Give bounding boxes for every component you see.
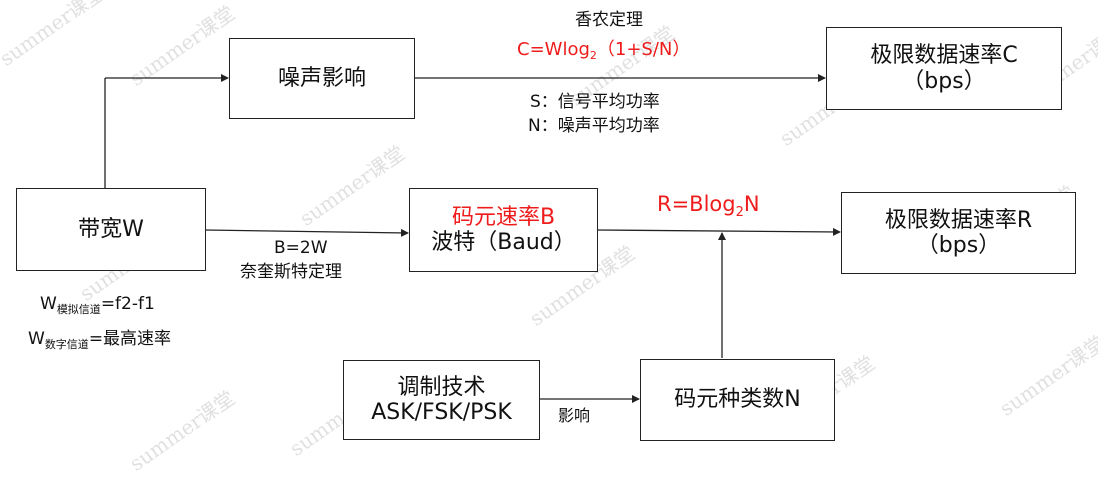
w-digital-main: W	[28, 329, 45, 349]
connector-lines	[104, 74, 841, 403]
b-formula: B=2W	[274, 238, 328, 258]
w-digital-sub: 数字信道	[44, 338, 89, 351]
baud-label: 波特（Baud）	[431, 230, 576, 255]
limit-c-label: 极限数据速率C	[870, 43, 1018, 69]
shannon-formula-prefix: C=Wlog	[517, 39, 590, 60]
r-formula: R=Blog2N	[657, 192, 760, 221]
limit-r-unit: （bps）	[916, 233, 1001, 258]
symbol-rate-box: 码元速率B 波特（Baud）	[409, 188, 598, 272]
bandwidth-label: 带宽W	[78, 216, 144, 242]
w-analog-rest: =f2-f1	[100, 294, 155, 314]
limit-r-label: 极限数据速率R	[884, 207, 1033, 233]
w-analog-main: W	[40, 294, 57, 314]
modulation-types: ASK/FSK/PSK	[371, 400, 512, 425]
r-formula-suffix: N	[743, 192, 760, 216]
w-analog-sub: 模拟信道	[56, 303, 101, 316]
s-definition: S：信号平均功率	[530, 92, 660, 112]
limit-r-box: 极限数据速率R （bps）	[841, 192, 1076, 274]
w-digital-formula: W数字信道=最高速率	[28, 329, 171, 351]
shannon-formula-sub: 2	[589, 49, 597, 62]
n-definition: N：噪声平均功率	[528, 116, 660, 136]
symbol-rate-label: 码元速率B	[451, 204, 556, 230]
nyquist-label: 奈奎斯特定理	[240, 262, 342, 282]
edge-bandwidth-to-symbol-rate	[204, 228, 409, 237]
limit-c-box: 极限数据速率C （bps）	[826, 27, 1062, 110]
w-analog-formula: W模拟信道=f2-f1	[40, 294, 155, 316]
w-digital-rest: =最高速率	[88, 329, 172, 349]
edge-symbol-rate-to-limit-r	[596, 227, 841, 236]
r-formula-sub: 2	[735, 205, 744, 220]
limit-c-unit: （bps）	[902, 68, 986, 94]
influence-label: 影响	[558, 406, 591, 425]
noise-box: 噪声影响	[229, 38, 415, 119]
shannon-formula: C=Wlog2（1+S/N）	[517, 39, 690, 62]
modulation-label: 调制技术	[397, 374, 486, 400]
modulation-box: 调制技术 ASK/FSK/PSK	[343, 360, 540, 440]
r-formula-prefix: R=Blog	[657, 192, 736, 216]
bandwidth-box: 带宽W	[16, 188, 206, 271]
shannon-title: 香农定理	[575, 10, 643, 30]
symbol-types-box: 码元种类数N	[640, 359, 835, 441]
noise-label: 噪声影响	[277, 65, 366, 91]
shannon-formula-suffix: （1+S/N）	[596, 39, 691, 60]
symbol-types-label: 码元种类数N	[674, 387, 801, 413]
